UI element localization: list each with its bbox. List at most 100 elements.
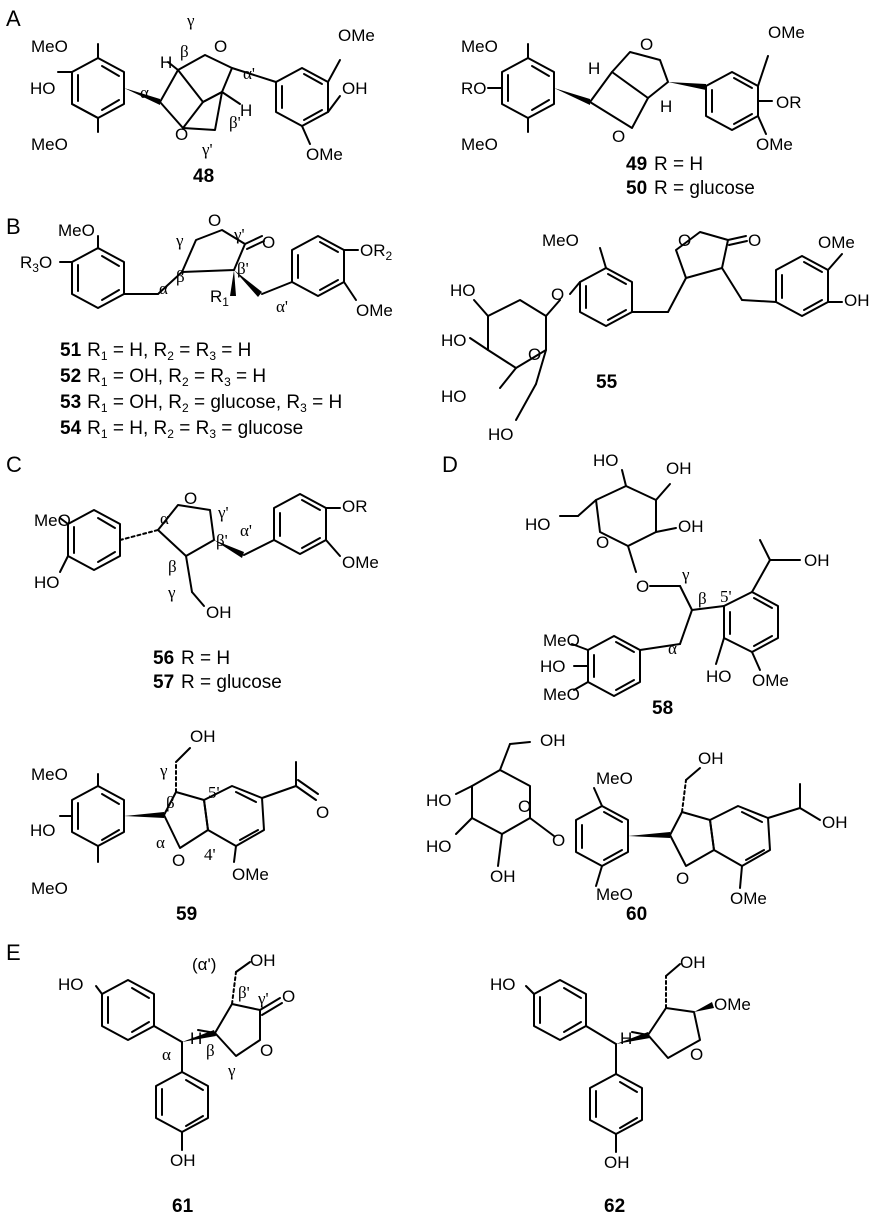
position-beta-p-61: β' (238, 983, 250, 1002)
position-beta-61: β (206, 1041, 215, 1060)
atom-oh-58b: OH (678, 517, 704, 536)
atom-meo-55: MeO (542, 231, 579, 250)
atom-h-48a: H (160, 53, 172, 72)
position-4p-59: 4' (204, 845, 216, 864)
atom-o-48a: O (214, 37, 227, 56)
position-alpha-48: α (140, 83, 149, 102)
atom-meo-59b: MeO (31, 879, 68, 898)
atom-ho-58c: HO (540, 657, 566, 676)
atom-oh-58d: HO (706, 667, 732, 686)
position-beta-58: β (698, 589, 707, 608)
atom-ome-49a: OMe (768, 23, 805, 42)
position-beta-56: β (168, 557, 177, 576)
atom-o-49a: O (640, 35, 653, 54)
atom-meo-49b: MeO (461, 135, 498, 154)
compound-number-62: 62 (604, 1196, 625, 1217)
atom-ho-60a: HO (426, 791, 452, 810)
position-gamma-58: γ (681, 565, 690, 584)
atom-h-49b: H (660, 97, 672, 116)
compound-60-structure (455, 741, 821, 889)
atom-o-link-55: O (551, 285, 564, 304)
atom-ho-58b: HO (525, 515, 551, 534)
atom-o-49b: O (612, 127, 625, 146)
position-gamma-p-48: γ' (201, 140, 213, 159)
atom-oh-60b: OH (698, 749, 724, 768)
atom-ho-55b: HO (441, 331, 467, 350)
atom-oh-55: OH (844, 291, 870, 310)
compound-58-structure (559, 469, 801, 697)
atom-ho-48: HO (30, 79, 56, 98)
atom-ome-60: OMe (730, 889, 767, 908)
compound-59-structure (59, 747, 319, 863)
atom-oh-61: OH (250, 951, 276, 970)
atom-ome-58a: OMe (752, 671, 789, 690)
compound-number-50: 50 (626, 178, 647, 199)
position-gamma-59: γ (159, 761, 168, 780)
atom-o-ring-61: O (260, 1041, 273, 1060)
atom-h-61: H (190, 1029, 202, 1048)
compound-51-54-structure (59, 229, 359, 309)
position-alpha-p-48: α' (243, 64, 255, 83)
atom-h-49a: H (588, 59, 600, 78)
compound-number-49: 49 (626, 154, 647, 175)
atom-ho-60b: HO (426, 837, 452, 856)
atom-or-49: OR (776, 93, 802, 112)
atom-ho-56: HO (34, 573, 60, 592)
compound-number-60: 60 (626, 904, 647, 925)
atom-oh-59: OH (190, 727, 216, 746)
compound-number-56: 56 (153, 648, 174, 669)
atom-meo-48b: MeO (31, 135, 68, 154)
compound-number-48: 48 (193, 166, 214, 187)
position-beta-59: β (166, 793, 175, 812)
position-5p-59: 5' (208, 783, 220, 802)
atom-ho-59: HO (30, 821, 56, 840)
compound-number-59: 59 (176, 904, 197, 925)
compound-number-58: 58 (652, 698, 673, 719)
compound-61-structure (95, 961, 283, 1151)
atom-o-link-60: O (552, 831, 565, 850)
substituent-56: R = H (181, 648, 230, 669)
atom-oh-60d: OH (822, 813, 848, 832)
atom-ho-58a: HO (593, 451, 619, 470)
atom-o-ring-59: O (172, 851, 185, 870)
position-alpha-61: α (162, 1045, 171, 1064)
atom-ome-48a: OMe (338, 26, 375, 45)
atom-ome-55: OMe (818, 233, 855, 252)
atom-ome-62: OMe (714, 995, 751, 1014)
position-beta-p-51: β' (237, 259, 249, 278)
atom-oh-58c: OH (804, 551, 830, 570)
position-alpha-59: α (156, 833, 165, 852)
position-alpha-51: α (159, 279, 168, 298)
atom-meo-60a: MeO (596, 769, 633, 788)
atom-oh-48: OH (342, 79, 368, 98)
section-label-c: C (6, 452, 22, 477)
compound-49-50-structure (487, 43, 773, 135)
atom-ome-49b: OMe (756, 135, 793, 154)
atom-ome-51: OMe (356, 301, 393, 320)
atom-r3o-51: R3O (20, 253, 52, 275)
atom-ho-55d: HO (488, 425, 514, 444)
atom-meo-58b: MeO (543, 685, 580, 704)
position-beta-51: β (176, 267, 185, 286)
atom-alpha-p-paren-61: (α') (192, 955, 216, 974)
compound-56-57-structure (59, 493, 341, 607)
section-label-a: A (6, 6, 21, 31)
atom-o-ring-60: O (676, 869, 689, 888)
position-alpha-p-51: α' (276, 297, 288, 316)
atom-ome-48b: OMe (306, 145, 343, 164)
atom-or-56: OR (342, 497, 368, 516)
section-label-e: E (6, 940, 21, 965)
atom-ome-59: OMe (232, 865, 269, 884)
position-alpha-p-56: α' (240, 521, 252, 540)
atom-o-carbonyl-59: O (316, 803, 329, 822)
atom-meo-60b: MeO (596, 885, 633, 904)
position-alpha-58: α (668, 639, 677, 658)
atom-o-ring-62: O (690, 1045, 703, 1064)
atom-o-glc-60: O (518, 797, 531, 816)
atom-ho-55a: HO (450, 281, 476, 300)
